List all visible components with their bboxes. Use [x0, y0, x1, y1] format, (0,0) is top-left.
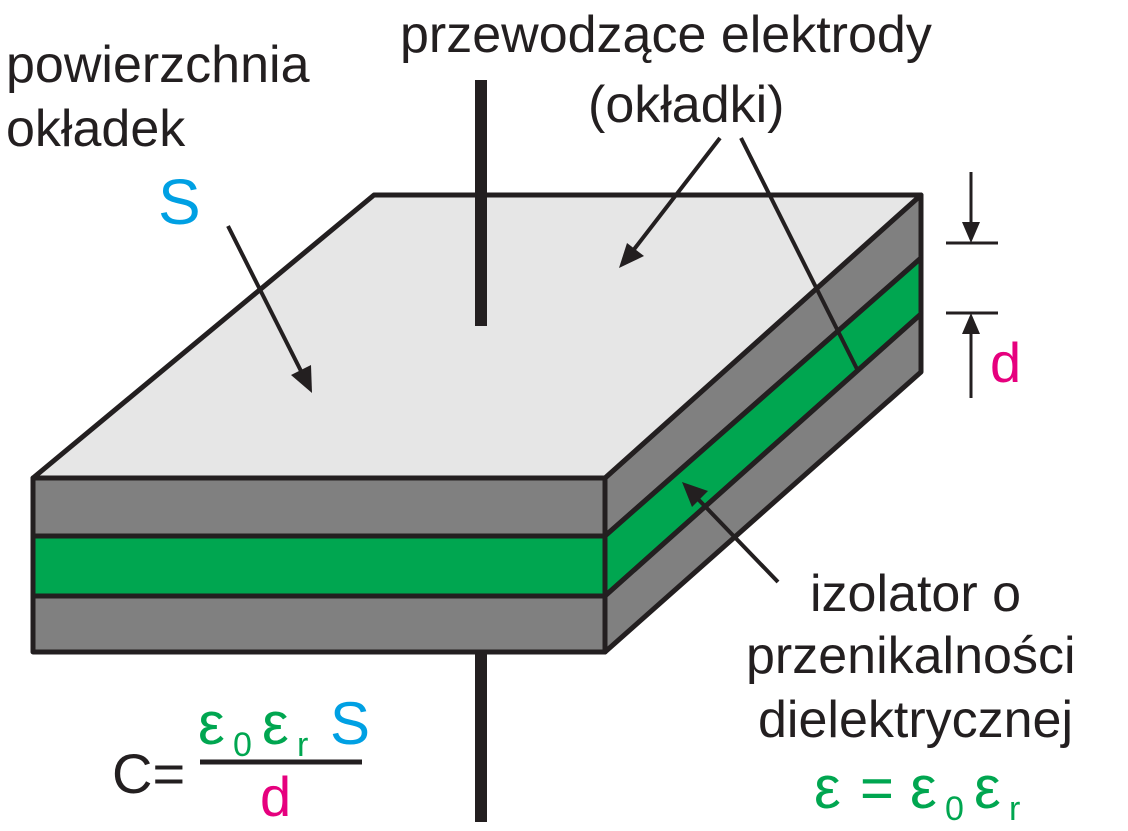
dimension-lower-arrowhead: [962, 313, 980, 334]
dimension-upper-arrowhead: [962, 222, 980, 243]
dielectric-front-face: [30, 533, 608, 599]
electrode-pointer-line-bottom: [739, 137, 860, 372]
permittivity-epsilonr-subscript: r: [1009, 790, 1020, 828]
insulator-label-line2: przenikalności: [746, 627, 1076, 685]
surface-pointer-line: [226, 225, 305, 376]
permittivity-epsilon0-symbol: ε: [910, 754, 937, 821]
formula-distance-symbol: d: [260, 765, 291, 828]
insulator-label-line1: izolator o: [810, 565, 1021, 623]
permittivity-epsilon0-subscript: 0: [945, 790, 964, 828]
distance-dimension: [946, 172, 998, 398]
electrode-pointer-arrowhead-top: [619, 243, 644, 268]
capacitance-formula: C= ε 0 ε r S d: [112, 690, 370, 828]
insulator-label-line3: dielektrycznej: [758, 691, 1073, 749]
top-plate-front-face: [30, 475, 608, 539]
permittivity-epsilon-symbol: ε: [814, 754, 841, 821]
pointer-arrows: [226, 136, 860, 584]
surface-label-line1: powierzchnia: [6, 36, 310, 94]
permittivity-formula: ε = ε 0 ε r: [814, 754, 1020, 828]
formula-lhs: C=: [112, 742, 185, 805]
insulator-pointer-arrowhead: [682, 482, 708, 507]
bottom-plate-front-face: [30, 593, 608, 655]
formula-surface-symbol: S: [330, 690, 370, 757]
formula-epsilon0-subscript: 0: [233, 726, 252, 764]
electrodes-label-line2: (okładki): [588, 76, 785, 134]
permittivity-epsilonr-symbol: ε: [974, 754, 1001, 821]
formula-epsilonr-symbol: ε: [262, 690, 289, 757]
distance-symbol: d: [990, 331, 1021, 394]
permittivity-equals: =: [860, 756, 894, 821]
surface-symbol: S: [158, 166, 201, 238]
surface-pointer-arrowhead: [291, 365, 312, 393]
formula-epsilon0-symbol: ε: [198, 690, 225, 757]
insulator-pointer-line: [695, 496, 780, 584]
formula-epsilonr-subscript: r: [297, 726, 308, 764]
surface-label-line2: okładek: [6, 100, 186, 158]
electrodes-label-line1: przewodzące elektrody: [400, 6, 932, 64]
electrode-pointer-line-top: [630, 136, 722, 254]
